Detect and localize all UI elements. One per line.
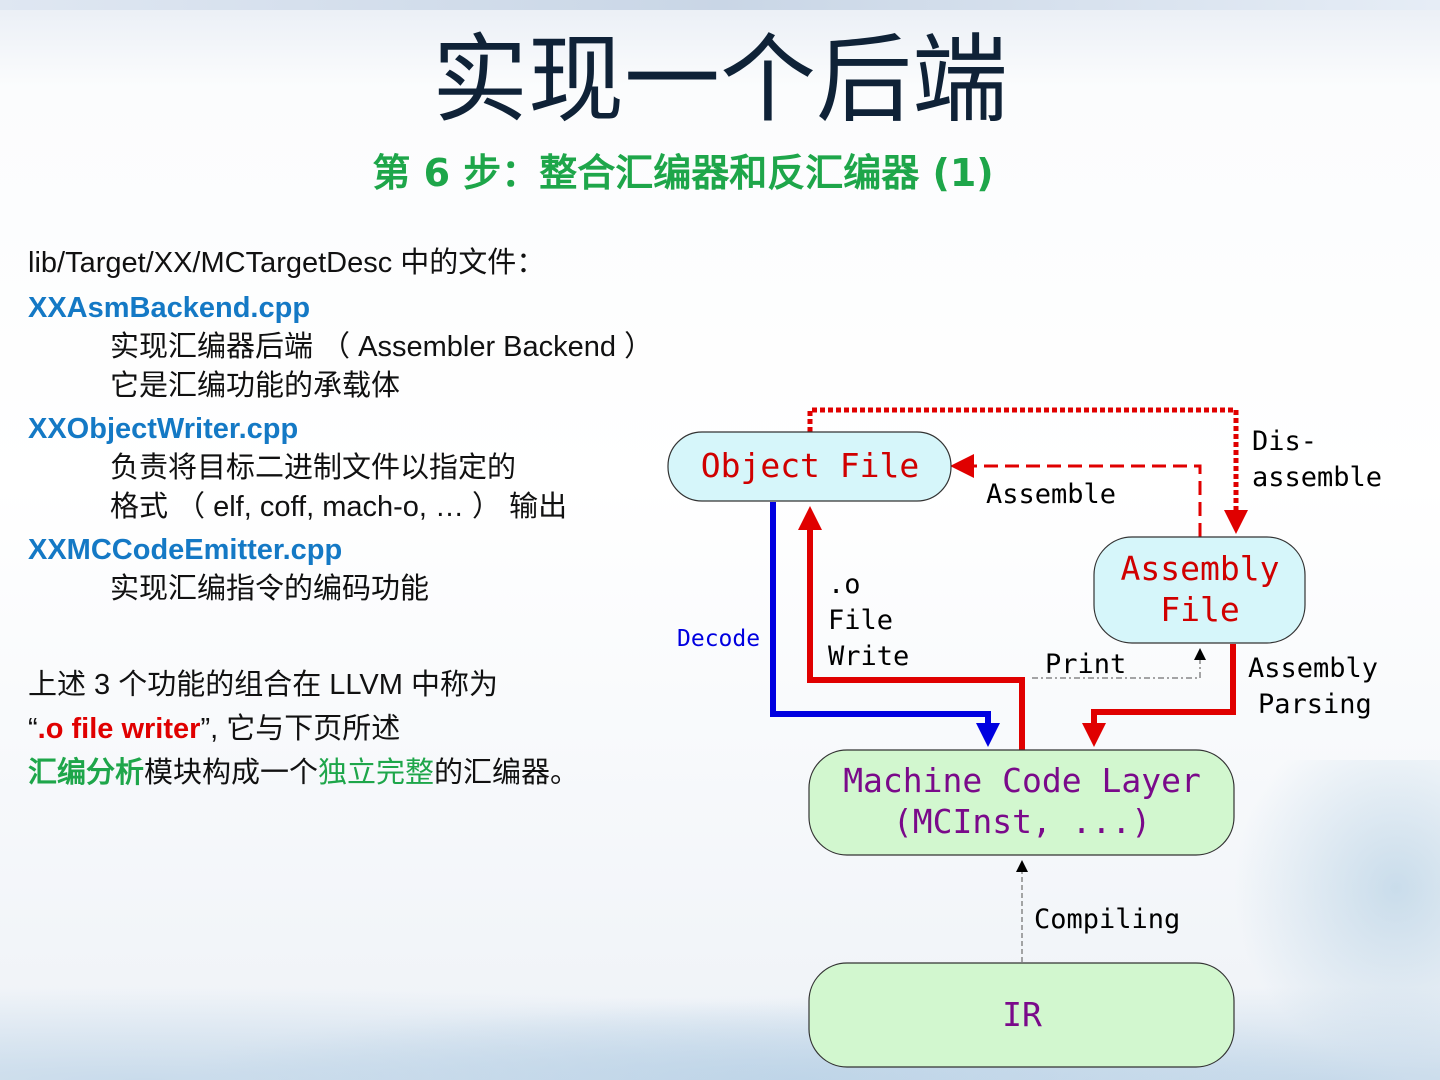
node-machine-code-label: Machine Code Layer (843, 761, 1201, 800)
highlight-asm-analysis: 汇编分析 (28, 757, 145, 789)
label-o-file-write: .o (828, 569, 861, 600)
label-o-file-write: Write (828, 641, 909, 672)
file-desc-line: 实现汇编指令的编码功能 (110, 573, 430, 605)
edge-assembly-parsing (1082, 644, 1236, 747)
summary-line: “.o file writer”, 它与下页所述 (28, 707, 678, 751)
slide-title: 实现一个后端 (432, 24, 1008, 136)
slide-subtitle: 第 6 步：整合汇编器和反汇编器 (1) (372, 151, 994, 195)
node-machine-code-label: (MCInst, ...) (893, 802, 1151, 841)
quote-open: “ (28, 713, 38, 745)
label-decode: Decode (677, 626, 760, 652)
file-desc-line: 实现汇编器后端 （ Assembler Backend ） (110, 331, 654, 363)
label-assemble: Assemble (986, 479, 1116, 510)
file-desc-line: 格式 （ elf, coff, mach-o, … ） 输出 (110, 491, 568, 523)
label-disassemble: Dis- (1252, 426, 1317, 457)
node-ir-label: IR (1002, 995, 1042, 1034)
directory-path: lib/Target/XX/MCTargetDesc 中的文件： (28, 247, 546, 279)
node-object-file (667, 431, 952, 502)
file-name-asm-backend: XXAsmBackend.cpp (28, 292, 311, 324)
summary-text: 的汇编器。 (434, 757, 580, 789)
node-ir (808, 962, 1235, 1068)
node-assembly-file (1093, 536, 1306, 644)
o-file-writer-term: .o file writer (37, 713, 201, 745)
summary-text: 模块构成一个 (144, 757, 319, 789)
edge-disassemble (807, 407, 1248, 534)
node-assembly-file-label: File (1160, 590, 1239, 629)
node-machine-code-layer (808, 749, 1235, 856)
summary-line: 上述 3 个功能的组合在 LLVM 中称为 (28, 669, 498, 701)
edge-decode (770, 502, 1000, 747)
label-o-file-write: File (828, 605, 893, 636)
label-assembly-parsing: Parsing (1258, 689, 1372, 720)
summary-paragraph: 上述 3 个功能的组合在 LLVM 中称为 “.o file writer”, … (28, 663, 678, 795)
highlight-complete: 独立完整 (318, 757, 435, 789)
file-desc-line: 负责将目标二进制文件以指定的 (110, 452, 517, 484)
label-print: Print (1045, 649, 1126, 680)
label-disassemble: assemble (1252, 462, 1382, 493)
summary-line: 汇编分析模块构成一个独立完整的汇编器。 (28, 751, 678, 795)
edge-print (1032, 648, 1206, 679)
label-assembly-parsing: Assembly (1248, 653, 1378, 684)
left-text-panel: lib/Target/XX/MCTargetDesc 中的文件： XXAsmBa… (28, 244, 678, 795)
node-assembly-file-label: Assembly (1121, 549, 1280, 588)
node-object-file-label: Object File (701, 446, 920, 485)
edge-assemble (950, 454, 1202, 537)
top-bar (0, 0, 1440, 10)
edge-o-file-write (798, 506, 1025, 750)
file-desc-line: 它是汇编功能的承载体 (110, 370, 401, 402)
quote-close: ”, 它与下页所述 (200, 713, 401, 745)
file-name-object-writer: XXObjectWriter.cpp (28, 413, 299, 445)
label-compiling: Compiling (1034, 904, 1180, 935)
file-name-code-emitter: XXMCCodeEmitter.cpp (28, 534, 343, 566)
